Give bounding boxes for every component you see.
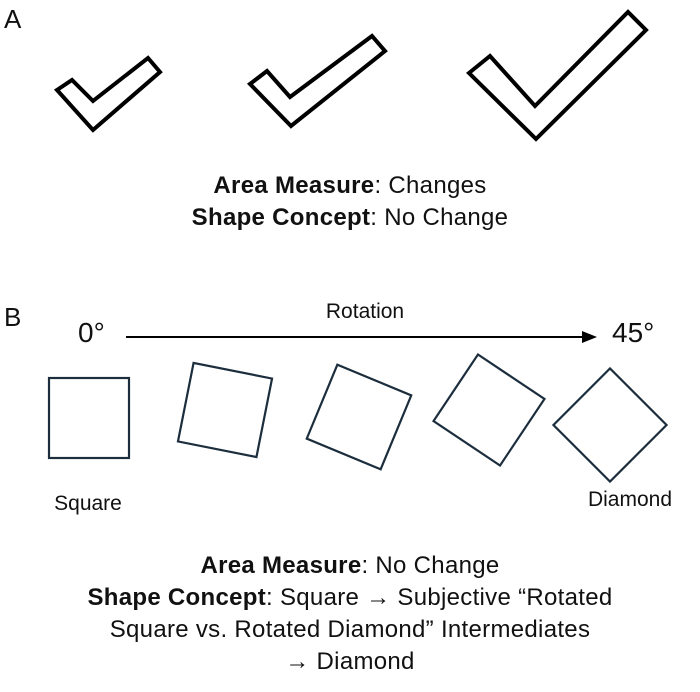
diamond-label: Diamond <box>587 488 673 511</box>
checkmark-group <box>53 9 649 142</box>
rotated-square-1 <box>47 376 131 460</box>
panel-a-shape-value: : No Change <box>370 204 509 231</box>
panel-b-shape-label: Shape Concept <box>87 584 267 611</box>
panel-a-area-value: : Changes <box>374 172 487 199</box>
rotated-square-2 <box>176 361 274 459</box>
panel-b-label: B <box>4 302 22 332</box>
rotated-square-3 <box>305 363 413 471</box>
square-sequence <box>47 352 669 484</box>
panel-a-caption: Area Measure: Changes Shape Concept: No … <box>0 170 700 234</box>
panel-a-area-label: Area Measure <box>213 172 375 199</box>
end-angle-label: 45° <box>612 317 655 348</box>
panel-b-shape-value-2: Square vs. Rotated Diamond” Intermediate… <box>109 616 591 643</box>
panel-b-area-value: : No Change <box>361 552 500 579</box>
checkmark-large <box>466 9 649 142</box>
panel-b-shape-value-3: → Diamond <box>285 648 415 675</box>
rotation-arrow-head <box>582 331 597 343</box>
rotated-square-4 <box>431 352 547 468</box>
square-label: Square <box>54 492 122 515</box>
panel-b-area-label: Area Measure <box>200 552 362 579</box>
rotated-square-5 <box>551 366 669 484</box>
checkmark-medium <box>246 33 388 129</box>
rotation-label: Rotation <box>325 300 405 323</box>
panel-b-shape-value-1: : Square → Subjective “Rotated <box>266 584 613 611</box>
start-angle-label: 0° <box>78 317 105 348</box>
panel-a-shape-label: Shape Concept <box>191 204 371 231</box>
checkmark-small <box>53 55 163 133</box>
panel-b-caption: Area Measure: No Change Shape Concept: S… <box>0 550 700 678</box>
panel-a-label: A <box>4 4 22 34</box>
